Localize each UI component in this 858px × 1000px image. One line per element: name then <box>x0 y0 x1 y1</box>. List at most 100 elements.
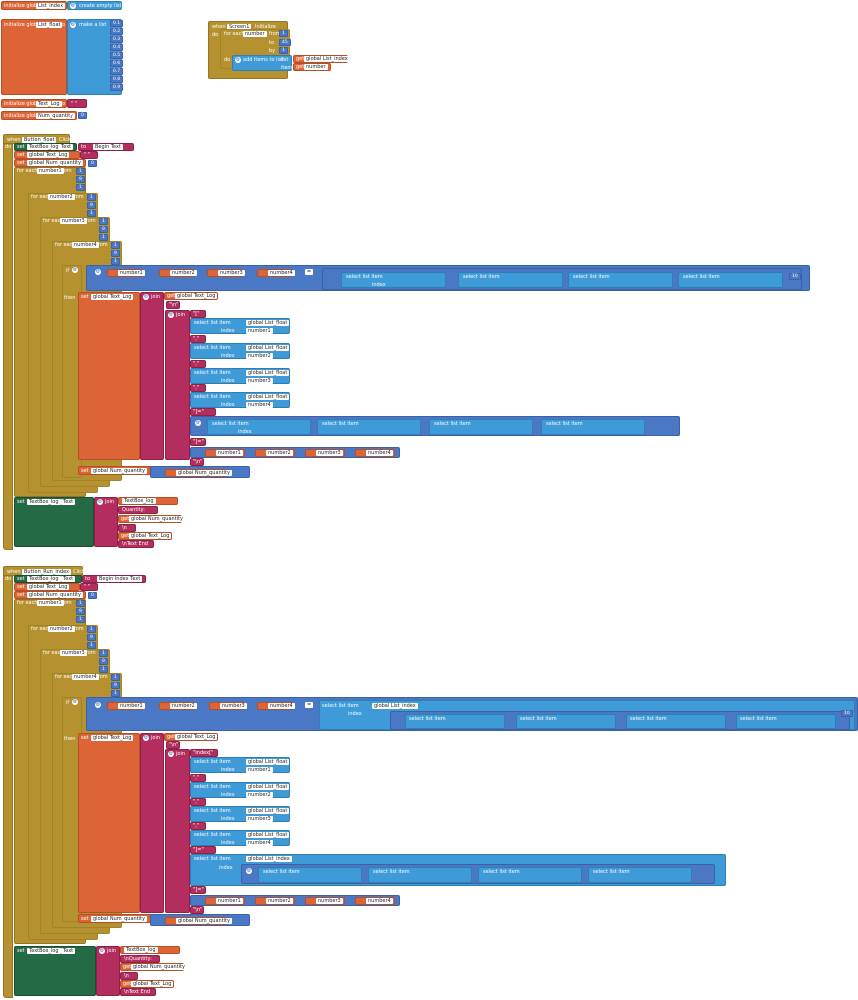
set-textbox-block[interactable]: set TextBox_log Text <box>14 143 77 151</box>
text-literal-block[interactable]: "]=" <box>190 408 216 416</box>
text-literal-block[interactable]: "," <box>190 384 206 392</box>
text-literal-block[interactable]: " " <box>80 151 98 159</box>
text-literal-block[interactable]: "," <box>190 822 206 830</box>
init-num-quantity-block[interactable]: initialize global Num_quantity to <box>1 111 77 120</box>
text-literal-block[interactable]: " " <box>80 583 98 591</box>
list-item-number[interactable]: 0.4 <box>110 44 124 51</box>
to-number[interactable]: 9 <box>76 608 85 615</box>
from-number[interactable]: 1 <box>99 218 108 225</box>
text-literal-block[interactable]: "," <box>190 798 206 806</box>
sum-block[interactable]: ⚙ select list item select list item sele… <box>241 864 715 884</box>
text-literal-block[interactable]: \nText End <box>120 988 156 996</box>
list-item-number[interactable]: 0.6 <box>110 60 124 67</box>
text-literal-block[interactable]: "," <box>190 774 206 782</box>
select-list-item[interactable]: select list item <box>317 419 421 435</box>
join-block[interactable]: ⚙ join <box>140 292 164 460</box>
gear-icon[interactable]: ⚙ <box>246 868 252 874</box>
compare-operator[interactable]: = <box>305 269 314 275</box>
to-number[interactable]: 9 <box>111 682 120 689</box>
gear-icon[interactable]: ⚙ <box>72 699 78 705</box>
from-number[interactable]: 1 <box>76 168 85 175</box>
list-item-number[interactable]: 0.1 <box>110 20 124 27</box>
by-number[interactable]: 1 <box>87 642 96 649</box>
by-number[interactable]: 1 <box>76 184 85 191</box>
set-variable-block[interactable]: set global Num_quantity <box>78 914 160 923</box>
set-variable-block[interactable]: set global Num_quantity <box>14 159 86 167</box>
target-number[interactable]: 10 <box>841 710 853 717</box>
number-literal[interactable]: 0 <box>88 592 97 599</box>
init-list-float-block[interactable]: initialize global List_float to <box>1 19 67 95</box>
join-block[interactable]: ⚙ join <box>140 733 164 913</box>
join-block[interactable]: ⚙ join <box>96 946 120 996</box>
get-block[interactable]: number1 <box>205 449 245 457</box>
from-number[interactable]: 1 <box>87 194 96 201</box>
gear-icon[interactable]: ⚙ <box>95 269 101 275</box>
number-literal[interactable]: 0 <box>78 112 87 119</box>
get-block[interactable]: number3 <box>209 702 247 710</box>
gear-icon[interactable]: ⚙ <box>99 948 105 954</box>
to-number[interactable]: 9 <box>87 634 96 641</box>
compare-block[interactable]: ⚙ number1 number2 number3 number4 = sele… <box>86 697 858 731</box>
text-literal-block[interactable]: "]=" <box>190 886 206 894</box>
get-block[interactable]: number4 <box>257 702 295 710</box>
add-block[interactable]: global Num_quantity <box>150 466 250 478</box>
to-number[interactable]: 9 <box>87 202 96 209</box>
sum-block[interactable]: select list item select list item select… <box>390 711 850 730</box>
text-literal-block[interactable]: to Begin Index Text <box>82 575 146 583</box>
set-variable-block[interactable]: set global Text_Log <box>14 583 80 591</box>
list-item-number[interactable]: 0.2 <box>110 28 124 35</box>
text-literal-block[interactable]: \n <box>120 972 138 980</box>
from-number[interactable]: 1 <box>99 650 108 657</box>
list-item-number[interactable]: 0.9 <box>110 84 124 91</box>
gear-icon[interactable]: ⚙ <box>143 294 149 300</box>
get-block[interactable]: get global List_index <box>293 55 350 63</box>
sum-block[interactable]: number1 number2 number3 number4 <box>190 895 400 906</box>
text-literal-block[interactable]: " " <box>67 99 87 108</box>
by-number[interactable]: 1 <box>99 234 108 241</box>
gear-icon[interactable]: ⚙ <box>70 3 76 9</box>
var-name-field[interactable]: List_float <box>36 22 63 28</box>
select-list-item[interactable]: select list item <box>626 714 726 729</box>
from-number[interactable]: 1 <box>111 242 120 249</box>
component-dropdown[interactable]: Button_float <box>22 137 57 143</box>
from-number[interactable]: 1 <box>76 600 85 607</box>
by-number[interactable]: 1 <box>111 258 120 265</box>
set-variable-block[interactable]: set global Text_Log <box>78 733 140 913</box>
text-literal-block[interactable]: "Index[" <box>190 749 218 757</box>
get-block[interactable]: number4 <box>257 269 295 277</box>
set-textbox-block[interactable]: set TextBox_log Text <box>14 497 94 547</box>
get-block[interactable]: number3 <box>305 449 345 457</box>
join-block-inner[interactable]: ⚙ join <box>165 749 190 913</box>
component-dropdown[interactable]: Button_Run_index <box>22 569 72 575</box>
add-items-to-list-block[interactable]: ⚙ add items to list list item <box>232 55 292 71</box>
select-list-item[interactable]: select list item <box>736 714 836 729</box>
get-block[interactable]: TextBox_log <box>120 946 180 954</box>
by-number[interactable]: 1 <box>111 690 120 697</box>
to-number[interactable]: 9 <box>76 176 85 183</box>
select-list-item[interactable]: select list item <box>516 714 616 729</box>
get-block[interactable]: number1 <box>107 702 145 710</box>
from-number[interactable]: 1 <box>279 30 288 37</box>
from-number[interactable]: 1 <box>111 674 120 681</box>
text-literal-block[interactable]: "\n" <box>190 458 204 466</box>
to-number[interactable]: 9 <box>99 658 108 665</box>
init-text-log-block[interactable]: initialize global Text_Log to <box>1 99 67 108</box>
init-list-index-block[interactable]: initialize global List_index to <box>1 1 67 10</box>
join-block[interactable]: ⚙ join <box>94 497 118 547</box>
add-block[interactable]: global Num_quantity <box>150 914 250 926</box>
compare-operator[interactable]: = <box>305 702 314 708</box>
text-literal-block[interactable]: "," <box>190 335 206 343</box>
by-number[interactable]: 1 <box>76 616 85 623</box>
get-block[interactable]: TextBox_log <box>118 497 178 505</box>
by-number[interactable]: 1 <box>279 47 288 54</box>
by-number[interactable]: 1 <box>87 210 96 217</box>
get-block[interactable]: number4 <box>355 449 395 457</box>
